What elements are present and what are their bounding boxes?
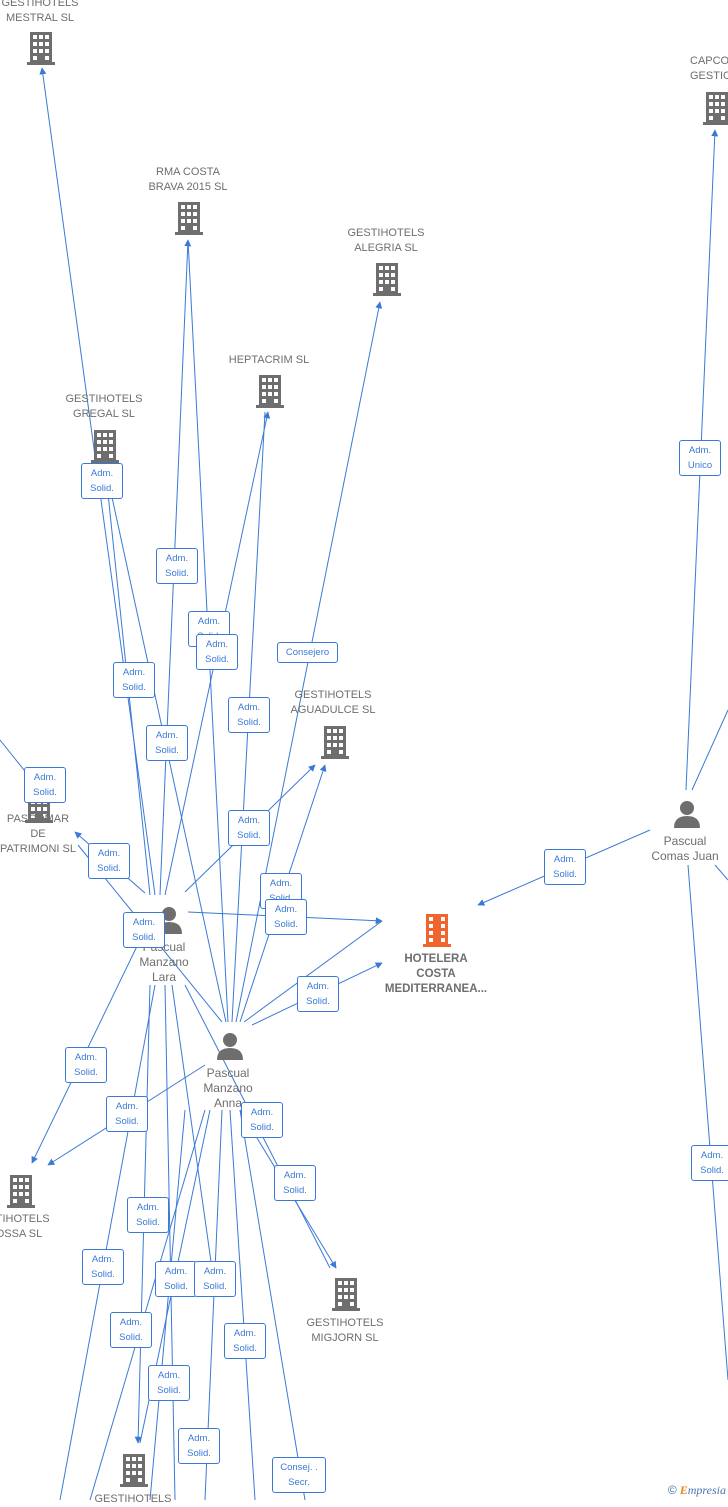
edge-label: Adm. Solid. [24,767,66,803]
brand-initial: E [679,1483,688,1497]
edge-label: Adm. Solid. [148,1365,190,1401]
company-label-gestihotels-tossa[interactable]: STIHOTELS OSSA SL [0,1213,50,1240]
edge-label: Adm. Solid. [544,849,586,885]
edges [0,67,728,1500]
edge-label: Adm. Solid. [123,912,165,948]
person-label-pascual-lara[interactable]: Pascual Manzano Lara [139,940,189,984]
edge-label: Adm. Solid. [228,697,270,733]
company-label-pascomar[interactable]: PASCOMAR DE PATRIMONI SL [0,813,76,855]
company-label-rma-costa-brava[interactable]: RMA COSTA BRAVA 2015 SL [148,166,228,193]
edge-label: Adm. Solid. [81,463,123,499]
edge-label: Adm. Solid. [228,810,270,846]
edge-label: Adm. Solid. [178,1428,220,1464]
company-label-heptacrim[interactable]: HEPTACRIM SL [228,354,310,366]
brand-name: mpresia [687,1483,726,1497]
edge-label: Consejero [277,642,338,663]
company-label-gestihotels-migjorn[interactable]: GESTIHOTELS MIGJORN SL [306,1317,384,1344]
edge-label: Adm. Solid. [127,1197,169,1233]
edge-label: Adm. Solid. [155,1261,197,1297]
edge-label: Adm. Solid. [82,1249,124,1285]
edge-label: Adm. Solid. [65,1047,107,1083]
company-label-capco[interactable]: CAPCO GESTIO [690,55,728,82]
edge-label: Adm. Unico [679,440,721,476]
edge-label: Adm. Solid. [224,1323,266,1359]
copyright-symbol: © [667,1483,677,1497]
company-label-hotelera-costa[interactable]: HOTELERA COSTA MEDITERRANEA... [384,953,488,995]
edge-label: Adm. Solid. [156,548,198,584]
edge-label: Adm. Solid. [88,843,130,879]
company-label-gestihotels-alegria[interactable]: GESTIHOTELS ALEGRIA SL [347,227,425,254]
edge-label: Adm. Solid. [194,1261,236,1297]
company-label-gestihotels-mestral[interactable]: GESTIHOTELS MESTRAL SL [1,0,79,24]
edge-label: Adm. Solid. [265,899,307,935]
company-label-gestihotels-gregal[interactable]: GESTIHOTELS GREGAL SL [65,393,143,420]
person-label-pascual-comas[interactable]: Pascual Comas Juan [651,834,719,863]
edge-label: Adm. Solid. [691,1145,728,1181]
edge-label: Adm. Solid. [297,976,339,1012]
edge-label: Consej. . Secr. [272,1457,326,1493]
edge-label: Adm. Solid. [110,1312,152,1348]
edge-label: Adm. Solid. [241,1102,283,1138]
edge-label: Adm. Solid. [274,1165,316,1201]
copyright-footer: © Empresia [668,1483,726,1498]
edge-label: Adm. Solid. [106,1096,148,1132]
building-icon-main [423,914,451,947]
person-label-pascual-anna[interactable]: Pascual Manzano Anna [203,1066,253,1110]
edge-label: Adm. Solid. [113,662,155,698]
edge-label: Adm. Solid. [196,634,238,670]
edge-label: Adm. Solid. [146,725,188,761]
company-label-gestihotels-aguadulce[interactable]: GESTIHOTELS AGUADULCE SL [290,689,376,716]
